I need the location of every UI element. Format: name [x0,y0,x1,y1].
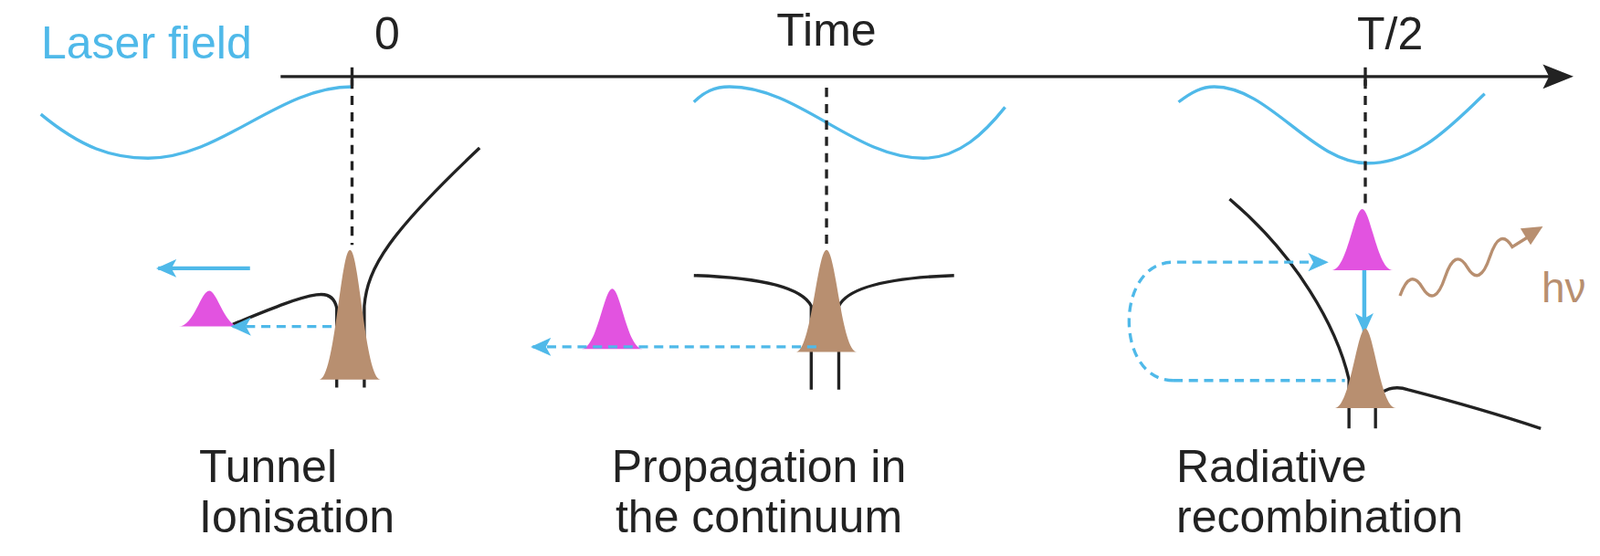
axis-label: Laser field [41,18,253,69]
tunnel-arrow [232,325,332,328]
laser-wave [694,86,1006,158]
time-marker-line [824,87,828,245]
return-path [1128,262,1327,381]
bound-wavepacket [1334,328,1396,409]
step-caption: Tunnel Ionisation [199,442,437,543]
force-arrow [157,266,251,271]
propagation-arrow [532,345,817,348]
time-marker: 0 [374,9,400,60]
electron-wavepacket [1331,209,1393,271]
potential-curve [1375,388,1541,429]
laser-wave [41,86,353,158]
axis-arrowhead [1542,63,1574,89]
bound-wavepacket [796,250,858,353]
time-marker-line [350,79,354,245]
return-path [1173,378,1346,382]
photon-arrowhead [1520,226,1544,245]
time-marker-line [1363,79,1367,204]
recombination-arrow [1362,267,1367,332]
electron-wavepacket [581,288,643,349]
axis-title: Time [776,5,876,56]
potential-curve [694,275,811,390]
potential-curve [838,275,954,390]
bound-wavepacket [319,250,381,380]
potential-curve [232,294,337,388]
step-caption: Propagation in the continuum [594,442,924,543]
photon-wave [1400,236,1529,296]
potential-curve [364,147,480,389]
time-marker: T/2 [1357,9,1423,60]
potential-curve [1229,199,1349,429]
step-caption: Radiative recombination [1176,442,1524,543]
laser-wave [1178,86,1485,164]
electron-wavepacket [178,290,241,327]
photon-label: hν [1541,264,1587,312]
time-axis [280,74,1553,78]
